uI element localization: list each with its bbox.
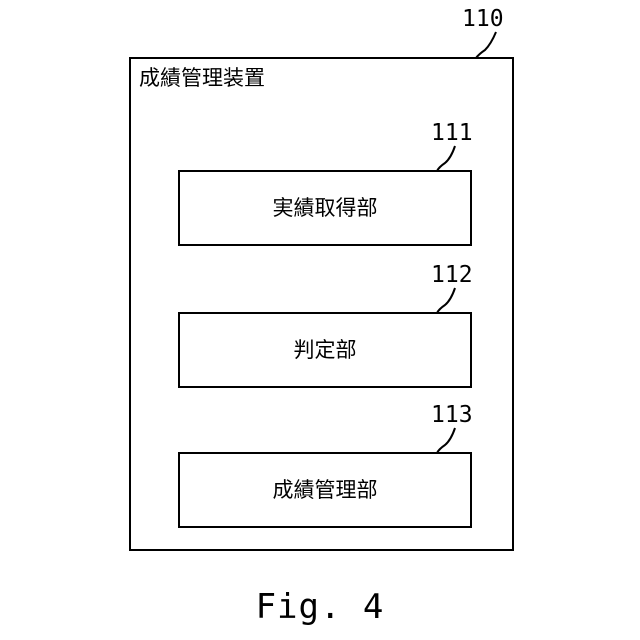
leader-line-110 <box>476 32 496 58</box>
figure-caption: Fig. 4 <box>0 586 640 628</box>
component-box-112: 判定部 <box>178 312 472 388</box>
component-label-111: 実績取得部 <box>273 195 378 221</box>
component-label-112: 判定部 <box>294 337 357 363</box>
component-box-111: 実績取得部 <box>178 170 472 246</box>
ref-label-113: 113 <box>431 402 473 428</box>
device-title: 成績管理装置 <box>139 65 265 91</box>
ref-label-112: 112 <box>431 262 473 288</box>
component-box-113: 成績管理部 <box>178 452 472 528</box>
ref-label-111: 111 <box>431 120 473 146</box>
component-label-113: 成績管理部 <box>273 477 378 503</box>
ref-label-110: 110 <box>462 6 504 32</box>
